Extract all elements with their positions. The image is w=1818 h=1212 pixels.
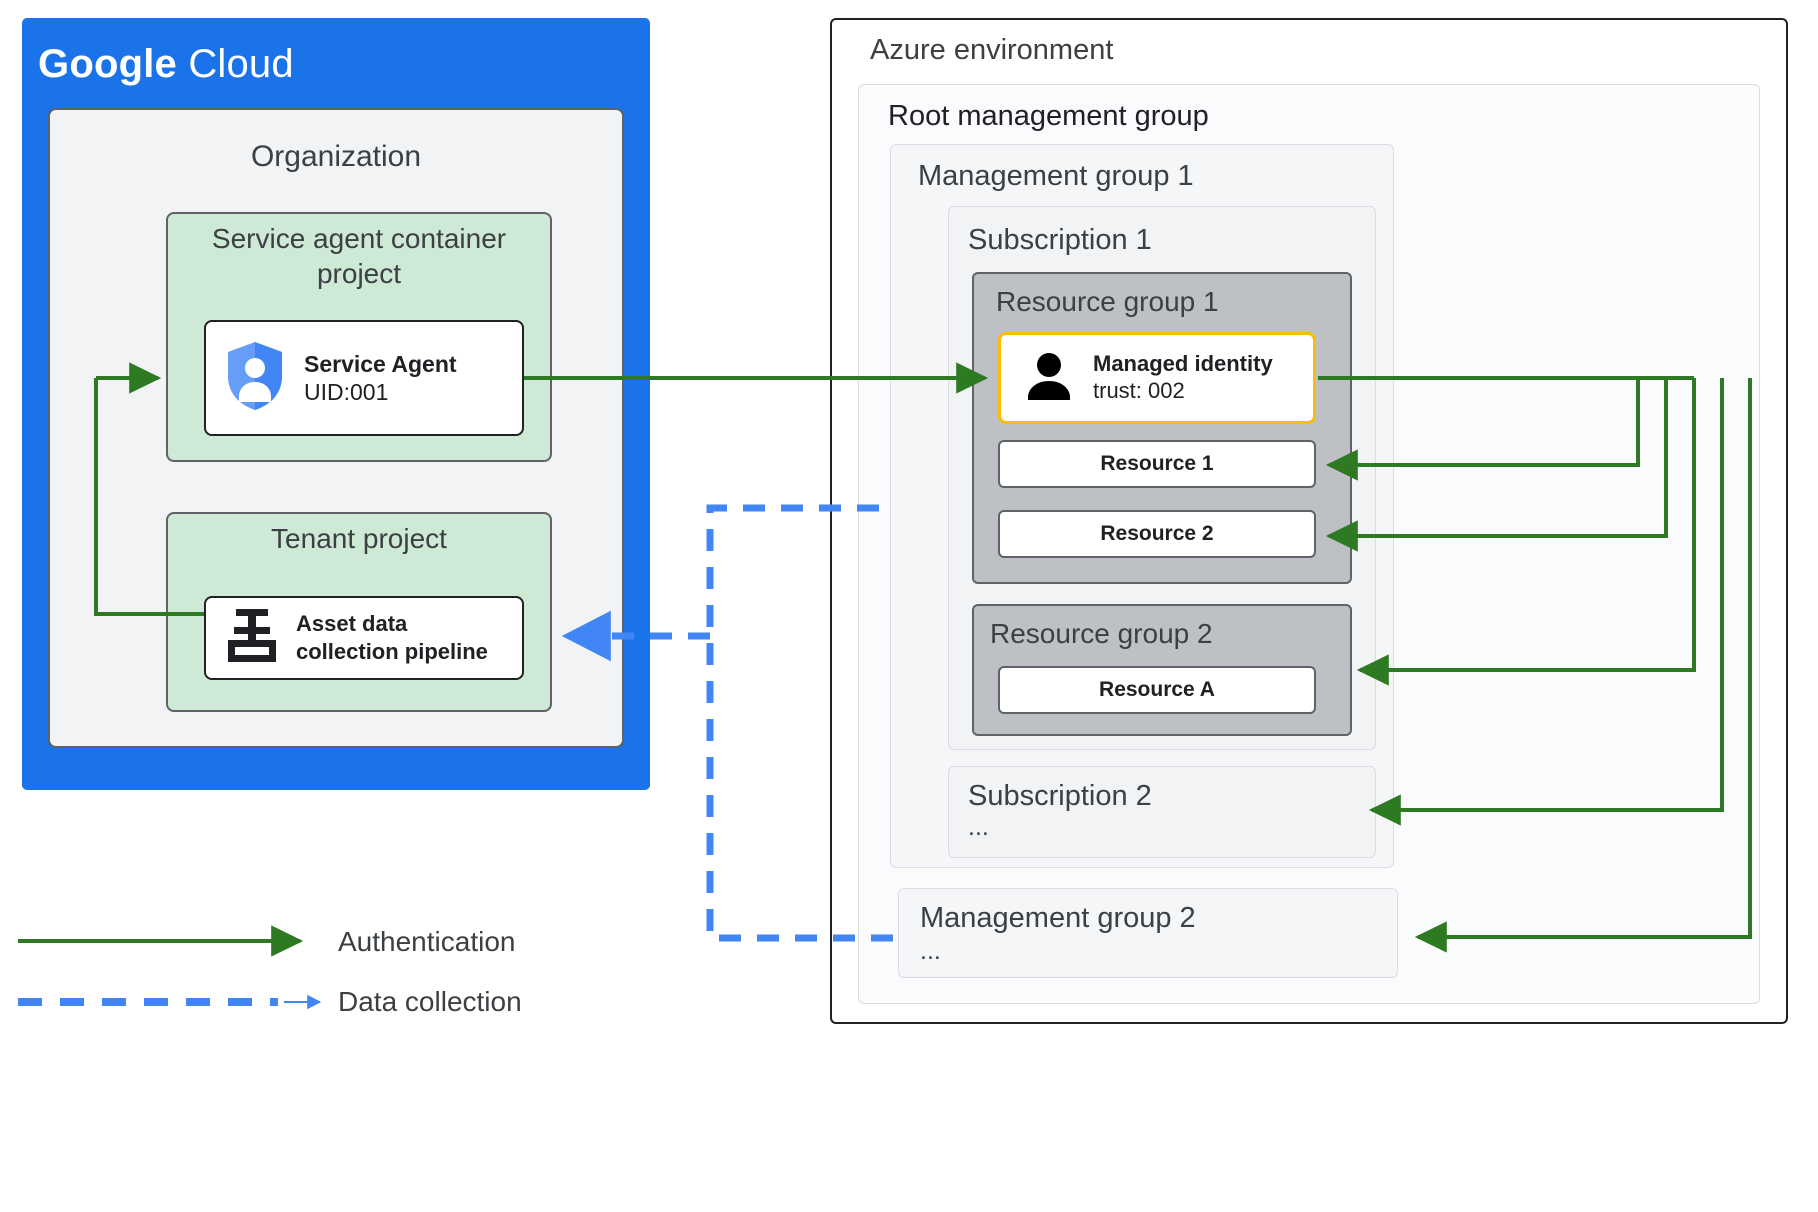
azure-environment-title: Azure environment xyxy=(870,34,1114,66)
root-management-group-title: Root management group xyxy=(888,100,1209,132)
google-cloud-logo-bold: Google xyxy=(38,42,177,86)
management-group-1-title: Management group 1 xyxy=(918,160,1194,192)
legend-label-data-collection: Data collection xyxy=(338,986,522,1017)
resource-group-1-title: Resource group 1 xyxy=(996,286,1219,317)
resource-group-2-title: Resource group 2 xyxy=(990,618,1213,649)
managed-identity-card[interactable]: Managed identity trust: 002 xyxy=(998,332,1316,424)
pipeline-label-line1: Asset data xyxy=(296,611,408,637)
google-cloud-logo-light: Cloud xyxy=(188,42,294,86)
management-group-2-ellipsis: ... xyxy=(920,937,941,965)
managed-identity-name: Managed identity xyxy=(1093,351,1273,377)
service-agent-name: Service Agent xyxy=(304,350,457,377)
legend-label-authentication: Authentication xyxy=(338,926,516,957)
pipeline-valve-icon xyxy=(224,607,280,670)
service-agent-text: Service Agent UID:001 xyxy=(304,350,457,406)
management-group-2-title: Management group 2 xyxy=(920,902,1196,934)
managed-identity-text: Managed identity trust: 002 xyxy=(1093,351,1273,405)
service-agent-container-project-title: Service agent container project xyxy=(211,223,507,289)
managed-identity-trust: trust: 002 xyxy=(1093,378,1185,403)
pipeline-label-line2: collection pipeline xyxy=(296,639,488,664)
service-agent-card[interactable]: Service Agent UID:001 xyxy=(204,320,524,436)
organization-title: Organization xyxy=(250,140,422,173)
subscription-2-box xyxy=(948,766,1376,858)
service-agent-uid: UID:001 xyxy=(304,379,389,405)
pipeline-text: Asset data collection pipeline xyxy=(296,610,488,666)
subscription-2-ellipsis: ... xyxy=(968,813,989,841)
resource-1-card[interactable]: Resource 1 xyxy=(998,440,1316,488)
subscription-1-title: Subscription 1 xyxy=(968,224,1152,256)
resource-a-card[interactable]: Resource A xyxy=(998,666,1316,714)
tenant-project-title: Tenant project xyxy=(271,523,447,554)
person-icon xyxy=(1025,350,1073,407)
google-cloud-logo: Google Cloud xyxy=(38,44,294,84)
resource-2-card[interactable]: Resource 2 xyxy=(998,510,1316,558)
asset-data-collection-pipeline-card[interactable]: Asset data collection pipeline xyxy=(204,596,524,680)
management-group-2-box xyxy=(898,888,1398,978)
subscription-2-title: Subscription 2 xyxy=(968,780,1152,812)
shield-person-icon xyxy=(224,340,286,417)
